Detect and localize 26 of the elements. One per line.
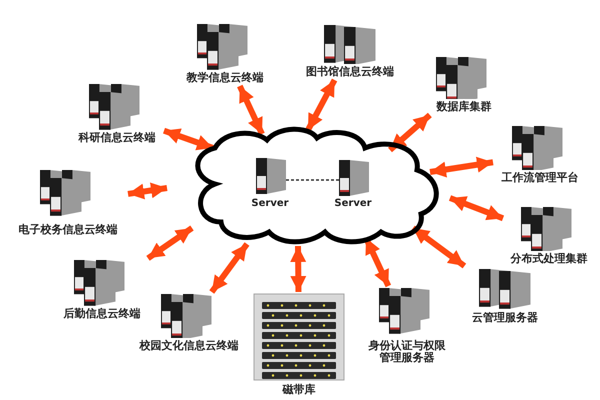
node-label: 磁带库: [281, 384, 316, 396]
node-label: 分布式处理集群: [510, 253, 588, 265]
node-label: 科研信息云终端: [77, 132, 156, 144]
node-label: 身份认证与权限管理服务器: [368, 340, 446, 364]
server-label: Server: [250, 198, 290, 210]
arrow: [388, 112, 432, 152]
node-label: 工作流管理平台: [500, 172, 580, 184]
arrow: [448, 195, 504, 222]
arrow: [146, 226, 194, 261]
arrow: [411, 226, 466, 268]
arrow: [305, 78, 338, 132]
arrow: [430, 156, 494, 178]
node-label: 后勤信息云终端: [62, 308, 142, 320]
node-label: 图书馆信息云终端: [305, 66, 395, 78]
arrow: [128, 182, 168, 200]
node-label: 云管理服务器: [471, 312, 539, 324]
server-label: Server: [333, 198, 373, 210]
node-label: 教学信息云终端: [185, 72, 264, 84]
arrow: [163, 128, 214, 151]
arrow: [290, 246, 306, 292]
arrow: [237, 84, 265, 136]
connector-line: [286, 179, 339, 181]
arrow: [209, 242, 250, 294]
node-label: 数据库集群: [435, 101, 492, 113]
node-label: 电子校务信息云终端: [18, 224, 118, 236]
node-label: 校园文化信息云终端: [138, 340, 240, 352]
